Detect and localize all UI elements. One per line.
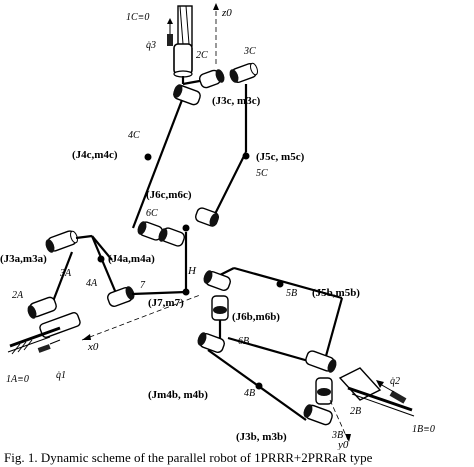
label-6c: 6C (146, 208, 158, 219)
joint-3b-cylinder (303, 404, 333, 426)
label-j6b: (J6b,m6b) (232, 311, 280, 323)
joint-2a-cylinder (27, 296, 57, 319)
label-j7: (J7,m7) (148, 297, 184, 309)
label-7: 7 (140, 280, 146, 291)
label-5c: 5C (256, 168, 268, 179)
label-j6c: (J6c,m6c) (146, 189, 192, 201)
label-4b: 4B (244, 388, 255, 399)
label-j3c: (J3c, m3c) (212, 95, 261, 107)
label-z-axis: z0 (221, 7, 232, 19)
robot-dynamic-scheme: 1C≡0 q̇3 z0 2C 3C (J3c, m3c) 4C (J4c,m4c… (0, 3, 435, 450)
label-5b: 5B (286, 288, 297, 299)
actuator-a (7, 312, 81, 355)
joint-3a-cylinder (45, 230, 78, 253)
label-2c: 2C (196, 50, 208, 61)
label-4a: 4A (86, 278, 98, 289)
chain-a (7, 230, 190, 355)
top-actuator (167, 5, 193, 84)
joint-3c-cylinder (229, 62, 258, 83)
joint-2c-cylinder (198, 69, 225, 89)
label-j3b: (J3b, m3b) (236, 431, 287, 443)
label-6b: 6B (238, 336, 249, 347)
figure-caption: Fig. 1. Dynamic scheme of the parallel r… (4, 450, 373, 465)
label-qdot-a: q̇1 (56, 370, 66, 381)
joint-4a-cylinder (107, 286, 135, 307)
label-4c: 4C (128, 130, 140, 141)
chain-b (197, 266, 415, 426)
joint-2b-cylinder (315, 377, 333, 405)
label-j3a: (J3a,m3a) (0, 253, 47, 265)
label-qdot-b: q̇2 (390, 376, 400, 387)
label-j4a: (J4a,m4a) (108, 253, 155, 265)
label-jm4b: (Jm4b, m4b) (148, 389, 208, 401)
label-2b: 2B (350, 406, 361, 417)
label-qdot-c: q̇3 (146, 40, 156, 51)
chain-c (131, 62, 258, 292)
label-2a: 2A (12, 290, 24, 301)
label-x-axis: x0 (87, 341, 99, 353)
joint-6b-lower-cylinder (197, 332, 225, 353)
label-1b: 1B≡0 (412, 424, 435, 435)
label-top-fixed: 1C≡0 (126, 12, 149, 23)
top-spring (167, 18, 173, 46)
joint-6c-cylinders (137, 207, 220, 247)
label-3c: 3C (243, 46, 256, 57)
joint-5b-cylinder (203, 270, 231, 291)
label-j5c: (J5c, m5c) (256, 151, 305, 163)
joint-6b-cylinder (211, 295, 229, 321)
joint-3c-left-cylinder (173, 84, 201, 106)
label-j5b: (J5b,m5b) (312, 287, 360, 299)
label-3a: 3A (59, 268, 72, 279)
label-3b: 3B (331, 430, 343, 441)
label-y-axis: y0 (337, 439, 349, 450)
actuator-b (338, 367, 415, 417)
label-1a: 1A≡0 (6, 374, 29, 385)
joint-b-right-cylinder (305, 350, 337, 373)
label-h: H (187, 265, 197, 277)
label-j4c: (J4c,m4c) (72, 149, 118, 161)
